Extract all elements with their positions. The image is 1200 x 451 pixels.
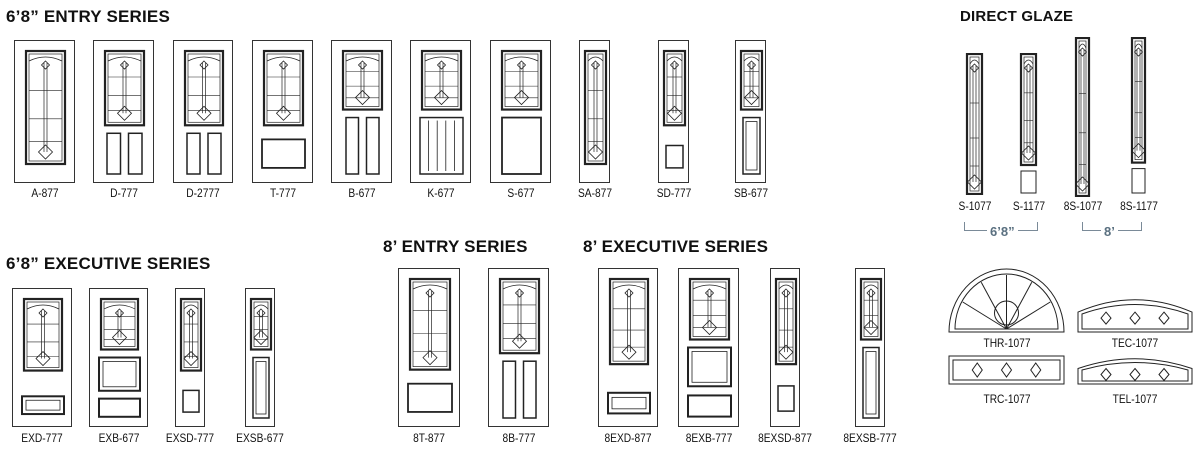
door-label: SB-677 (733, 186, 768, 200)
door-label: 8EXB-777 (685, 431, 732, 445)
heading-executive-68: 6’8” EXECUTIVE SERIES (6, 254, 211, 273)
door-label: 8S-1077 (1063, 199, 1102, 213)
door-0-executive_8[interactable] (598, 268, 658, 427)
door-2-executive_8[interactable] (770, 268, 800, 427)
door-0-direct_glaze[interactable] (962, 53, 987, 195)
door-2-entry_68[interactable] (173, 40, 233, 183)
door-8-entry_68[interactable] (658, 40, 689, 183)
heading-executive-8: 8’ EXECUTIVE SERIES (583, 237, 769, 256)
door-1-entry_68[interactable] (93, 40, 154, 183)
door-label: K-677 (426, 186, 455, 200)
door-label: SA-877 (577, 186, 612, 200)
door-label: SD-777 (656, 186, 691, 200)
door-label: 8EXD-877 (604, 431, 652, 445)
transom-label: THR-1077 (982, 336, 1031, 350)
transom-ellipse[interactable] (1077, 295, 1193, 333)
door-label: EXD-777 (21, 431, 63, 445)
door-label: A-877 (30, 186, 59, 200)
door-label: S-677 (506, 186, 535, 200)
door-label: T-777 (269, 186, 296, 200)
door-1-entry_8[interactable] (488, 268, 549, 427)
heading-entry-8: 8’ ENTRY SERIES (383, 237, 528, 256)
door-7-entry_68[interactable] (579, 40, 610, 183)
door-2-executive_68[interactable] (175, 288, 205, 427)
door-0-executive_68[interactable] (12, 288, 72, 427)
door-label: B-677 (347, 186, 376, 200)
transom-label: TRC-1077 (982, 392, 1031, 406)
door-label: EXSB-677 (236, 431, 284, 445)
door-1-direct_glaze[interactable] (1016, 53, 1041, 195)
door-0-entry_68[interactable] (14, 40, 75, 183)
heading-entry-68: 6’8” ENTRY SERIES (6, 7, 171, 26)
door-label: 8T-877 (413, 431, 445, 445)
door-label: 8EXSB-777 (843, 431, 897, 445)
door-3-executive_8[interactable] (855, 268, 885, 427)
door-3-executive_68[interactable] (245, 288, 275, 427)
heading-direct-glaze: DIRECT GLAZE (960, 8, 1074, 25)
door-label: D-777 (109, 186, 138, 200)
door-9-entry_68[interactable] (735, 40, 766, 183)
door-0-entry_8[interactable] (398, 268, 460, 427)
door-2-direct_glaze[interactable] (1071, 37, 1094, 197)
group-label-68: 6’8” (987, 224, 1018, 239)
transom-label: TEL-1077 (1112, 392, 1158, 406)
transom-ellipse[interactable] (1077, 355, 1193, 385)
door-1-executive_8[interactable] (678, 268, 739, 427)
door-1-executive_68[interactable] (89, 288, 148, 427)
door-label: S-1077 (958, 199, 991, 213)
door-label: 8EXSD-877 (758, 431, 812, 445)
door-label: EXB-677 (98, 431, 139, 445)
door-6-entry_68[interactable] (490, 40, 551, 183)
door-label: 8B-777 (502, 431, 535, 445)
door-label: EXSD-777 (165, 431, 215, 445)
door-label: D-2777 (186, 186, 220, 200)
transom-label: TEC-1077 (1111, 336, 1159, 350)
door-label: 8S-1177 (1119, 199, 1158, 213)
door-3-direct_glaze[interactable] (1127, 37, 1150, 195)
group-label-8: 8’ (1101, 224, 1118, 239)
door-label: S-1177 (1012, 199, 1045, 213)
transom-rect[interactable] (948, 355, 1065, 385)
door-4-entry_68[interactable] (331, 40, 392, 183)
door-3-entry_68[interactable] (252, 40, 313, 183)
door-5-entry_68[interactable] (410, 40, 471, 183)
transom-half[interactable] (948, 268, 1065, 333)
